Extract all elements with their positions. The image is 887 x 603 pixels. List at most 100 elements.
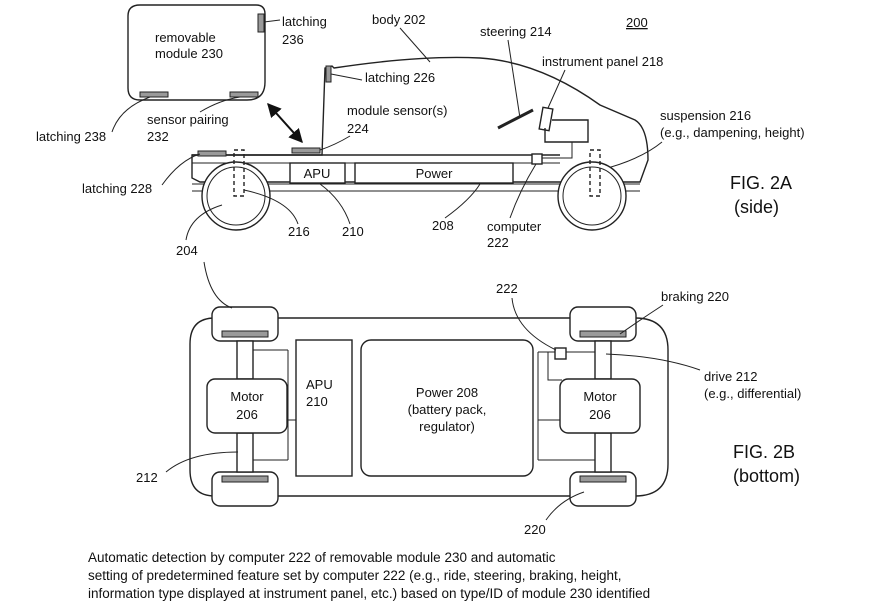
drive-leader <box>605 353 701 371</box>
braking-label: braking 220 <box>661 289 729 304</box>
motor-left-label-2: 206 <box>236 407 258 422</box>
ref-220-label: 220 <box>524 522 546 537</box>
ref-222-leader <box>511 297 557 351</box>
ref-216-label: 216 <box>288 224 310 239</box>
dashboard-box <box>544 119 589 143</box>
apu-box-side <box>289 162 346 184</box>
ref-208-leader <box>444 183 481 219</box>
ref-216-leader <box>243 189 299 225</box>
ref-210-label: 210 <box>342 224 364 239</box>
body-leader <box>399 27 431 63</box>
power-box-bottom <box>360 339 534 477</box>
sensor-pairing-mark <box>229 91 259 98</box>
latching-226-mark <box>325 65 332 83</box>
suspension-leader <box>599 141 663 171</box>
brake-front-right <box>579 330 627 338</box>
drive-label-2: (e.g., differential) <box>704 386 801 401</box>
motor-left <box>206 378 288 434</box>
axle-left-lower <box>236 432 254 473</box>
rear-wheel-inner <box>562 166 622 226</box>
instrument-panel-leader <box>547 69 566 109</box>
sensor-pairing-leader <box>199 96 241 113</box>
brake-rear-right <box>579 475 627 483</box>
module-sensor-mark <box>291 147 321 154</box>
brake-rear-left <box>221 475 269 483</box>
computer-wire <box>542 142 573 159</box>
fig2b-subtitle: (bottom) <box>733 466 800 486</box>
drive-label-1: drive 212 <box>704 369 757 384</box>
latching-228-mark <box>197 150 227 157</box>
fig2b-title: FIG. 2B <box>733 442 795 462</box>
brake-front-left <box>221 330 269 338</box>
module-sensor-label-2: 224 <box>347 121 369 136</box>
axle-right-lower <box>594 432 612 473</box>
computer-box <box>531 153 543 165</box>
removable-module <box>127 4 266 101</box>
power-box-side-label: Power <box>416 166 454 181</box>
body-label: body 202 <box>372 12 426 27</box>
ref-212-leader <box>165 451 239 473</box>
caption-line-3: information type displayed at instrument… <box>88 586 651 601</box>
motor-right-label-2: 206 <box>589 407 611 422</box>
module-sensor-leader <box>319 135 351 151</box>
ref-208-label: 208 <box>432 218 454 233</box>
latching-238-label: latching 238 <box>36 129 106 144</box>
steering-wheel <box>497 108 534 130</box>
power-bottom-label-2: (battery pack, <box>408 402 487 417</box>
sensor-pairing-label-2: 232 <box>147 129 169 144</box>
caption-line-2: setting of predetermined feature set by … <box>88 568 622 583</box>
apu-bottom-label-1: APU <box>306 377 333 392</box>
steering-column <box>507 39 521 119</box>
computer-leader <box>509 163 537 219</box>
power-bottom-label-3: regulator) <box>419 419 475 434</box>
removable-module-label-1: removable <box>155 30 216 45</box>
computer-label-2: 222 <box>487 235 509 250</box>
computer-box-bottom <box>554 347 567 360</box>
latching-226-label: latching 226 <box>365 70 435 85</box>
module-sensor-label-1: module sensor(s) <box>347 103 447 118</box>
vehicle-body <box>191 56 649 183</box>
latching-238-mark <box>139 91 169 98</box>
latching-228-label: latching 228 <box>82 181 152 196</box>
removable-module-label-2: module 230 <box>155 46 223 61</box>
latching-238-leader <box>111 96 151 133</box>
wiring-left <box>253 349 296 461</box>
instrument-panel <box>538 106 554 132</box>
latching-236-leader <box>263 19 281 23</box>
motor-right-label-1: Motor <box>583 389 617 404</box>
motor-right <box>559 378 641 434</box>
latching-226-leader <box>330 73 363 81</box>
suspension-label-1: suspension 216 <box>660 108 751 123</box>
suspension-label-2: (e.g., dampening, height) <box>660 125 805 140</box>
braking-leader <box>619 304 664 335</box>
steering-label: steering 214 <box>480 24 552 39</box>
ref-210-leader <box>319 183 351 225</box>
figure-number: 200 <box>626 15 648 30</box>
power-box-side <box>354 162 514 184</box>
apu-box-side-label: APU <box>304 166 331 181</box>
axle-right-upper <box>594 340 612 380</box>
instrument-panel-label: instrument panel 218 <box>542 54 663 69</box>
fig2a-subtitle: (side) <box>734 197 779 217</box>
ref-204-leader <box>185 204 223 241</box>
latching-236-label-1: latching <box>282 14 327 29</box>
figure-caption: Automatic detection by computer 222 of r… <box>88 549 878 603</box>
attach-arrow <box>267 102 303 144</box>
apu-box-bottom <box>295 339 353 477</box>
ref-220-leader <box>545 491 585 521</box>
ref-204-label: 204 <box>176 243 198 258</box>
ref-204-leader-bottom <box>203 261 233 309</box>
computer-label-1: computer <box>487 219 542 234</box>
fig2a-title: FIG. 2A <box>730 173 792 193</box>
ref-212-label: 212 <box>136 470 158 485</box>
motor-left-label-1: Motor <box>230 389 264 404</box>
latching-236-label-2: 236 <box>282 32 304 47</box>
caption-line-1: Automatic detection by computer 222 of r… <box>88 550 556 565</box>
axle-left-upper <box>236 340 254 380</box>
apu-bottom-label-2: 210 <box>306 394 328 409</box>
ref-222-label: 222 <box>496 281 518 296</box>
latching-228-leader <box>161 153 201 186</box>
sensor-pairing-label-1: sensor pairing <box>147 112 229 127</box>
power-bottom-label-1: Power 208 <box>416 385 478 400</box>
